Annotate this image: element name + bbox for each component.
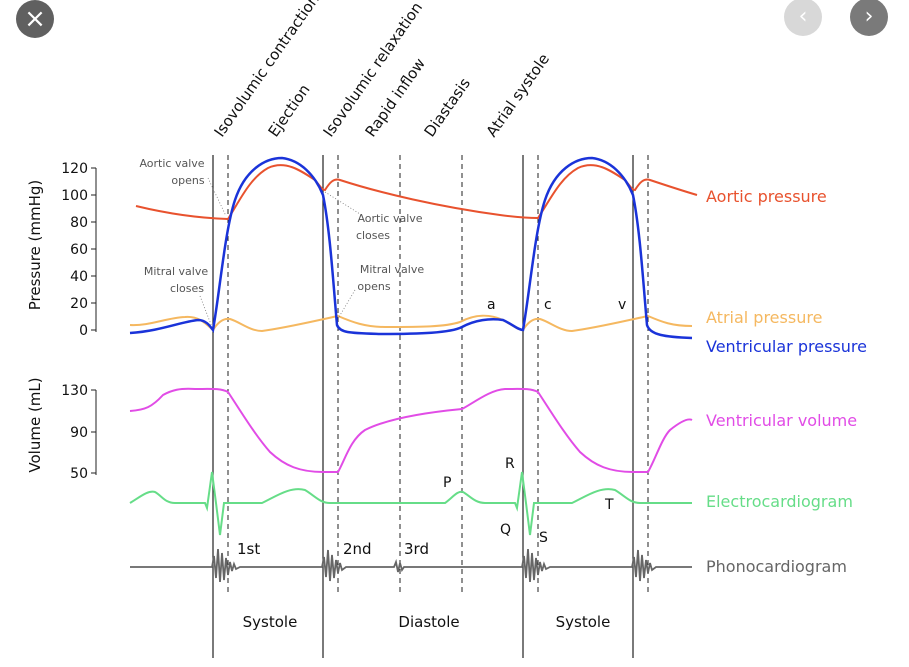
label-atrial-pressure: Atrial pressure (706, 308, 822, 327)
mitral-valve-opens-pointer (338, 289, 356, 318)
mitral-valve-closes-label-line1: Mitral valve (144, 265, 208, 278)
phase-divider-lines (227, 155, 649, 595)
phonocardiogram-curve (130, 548, 692, 583)
heart-sound-first: 1st (237, 540, 260, 558)
ecg-wave-t: T (604, 497, 614, 513)
mitral-valve-closes-pointer (199, 295, 213, 328)
cycle-label-systole-1: Systole (243, 613, 298, 631)
label-electrocardiogram: Electrocardiogram (706, 492, 853, 511)
label-phonocardiogram: Phonocardiogram (706, 557, 847, 576)
cycle-label-diastole: Diastole (398, 613, 459, 631)
cycle-label-systole-2: Systole (556, 613, 611, 631)
heart-sound-third: 3rd (404, 540, 429, 558)
aortic-valve-closes-label-line1: Aortic valve (357, 212, 422, 225)
atrial-pressure-curve (129, 314, 693, 333)
atrial-wave-c: c (544, 297, 552, 313)
pressure-tick: 100 (61, 188, 88, 204)
atrial-wave-v: v (618, 297, 626, 313)
volume-axis: 130 90 50 Volume (mL) (26, 377, 97, 482)
phase-label-diastasis: Diastasis (421, 74, 475, 140)
ventricular-volume-curve (129, 387, 693, 473)
pressure-tick: 60 (70, 242, 88, 258)
pressure-tick: 20 (70, 296, 88, 312)
close-icon: × (24, 4, 46, 34)
pressure-axis: 120 100 80 60 40 20 0 Pressure (mmHg) (26, 161, 97, 339)
label-aortic-pressure: Aortic pressure (706, 187, 827, 206)
close-button[interactable]: × (16, 0, 54, 38)
heart-sound-second: 2nd (343, 540, 372, 558)
aortic-valve-opens-label-line2: opens (171, 174, 204, 187)
phase-label-atrial-systole: Atrial systole (483, 50, 554, 140)
pressure-tick: 80 (70, 215, 88, 231)
mitral-valve-closes-label-line2: closes (170, 282, 204, 295)
pressure-tick: 40 (70, 269, 88, 285)
aortic-valve-closes-label-line2: closes (356, 229, 390, 242)
aortic-valve-opens-pointer (207, 177, 227, 217)
aortic-pressure-curve (135, 164, 698, 221)
volume-axis-title: Volume (mL) (26, 377, 44, 472)
label-ventricular-pressure: Ventricular pressure (706, 337, 867, 356)
aortic-valve-closes-pointer (324, 191, 361, 215)
aortic-valve-opens-label-line1: Aortic valve (139, 157, 204, 170)
pressure-axis-title: Pressure (mmHg) (26, 180, 44, 311)
next-button[interactable]: › (850, 0, 888, 36)
volume-tick: 130 (61, 383, 88, 399)
previous-button[interactable]: ‹ (784, 0, 822, 36)
ecg-wave-s: S (539, 530, 548, 546)
mitral-valve-opens-label-line1: Mitral valve (360, 263, 424, 276)
chevron-right-icon: › (864, 4, 874, 29)
volume-tick: 50 (70, 466, 88, 482)
volume-tick: 90 (70, 425, 88, 441)
ecg-wave-r: R (505, 456, 515, 472)
atrial-wave-a: a (487, 297, 496, 313)
phase-label-ejection: Ejection (265, 81, 314, 140)
cycle-divider-lines (212, 155, 634, 658)
mitral-valve-opens-label-line2: opens (357, 280, 390, 293)
pressure-tick: 120 (61, 161, 88, 177)
ecg-wave-q: Q (500, 522, 511, 538)
pressure-tick: 0 (79, 323, 88, 339)
ecg-wave-p: P (443, 475, 451, 491)
electrocardiogram-curve (129, 471, 692, 536)
ventricular-pressure-curve (129, 156, 693, 340)
phase-label-isovolumic-contraction: Isovolumic contraction (211, 0, 323, 140)
chevron-left-icon: ‹ (798, 4, 808, 29)
label-ventricular-volume: Ventricular volume (706, 411, 857, 430)
